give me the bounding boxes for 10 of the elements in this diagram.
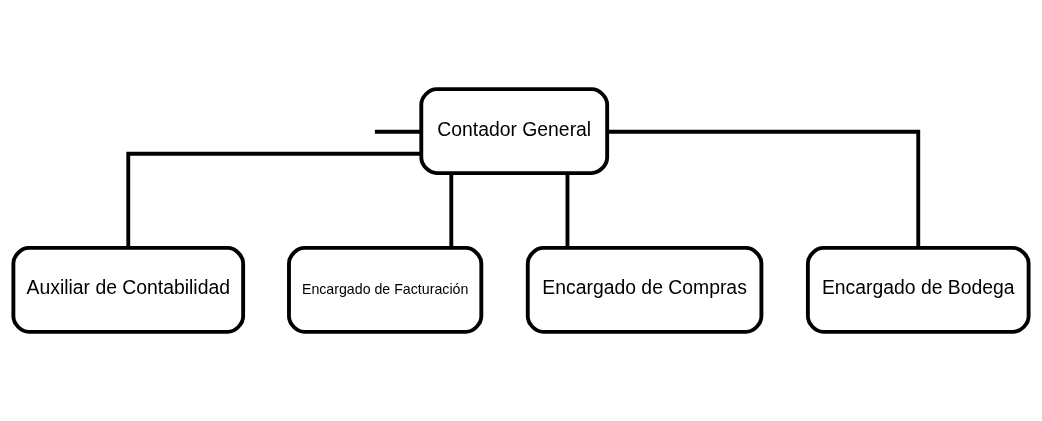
node-box: Auxiliar de Contabilidad — [11, 246, 246, 334]
node-box: Encargado de Facturación — [287, 246, 484, 334]
connector — [607, 129, 921, 248]
connector — [565, 173, 570, 248]
node-box: Contador General — [419, 87, 610, 175]
connector — [374, 129, 422, 134]
node-box: Encargado de Compras — [525, 246, 764, 334]
connector — [449, 173, 454, 248]
node-box: Encargado de Bodega — [805, 246, 1031, 334]
connector — [126, 151, 421, 248]
